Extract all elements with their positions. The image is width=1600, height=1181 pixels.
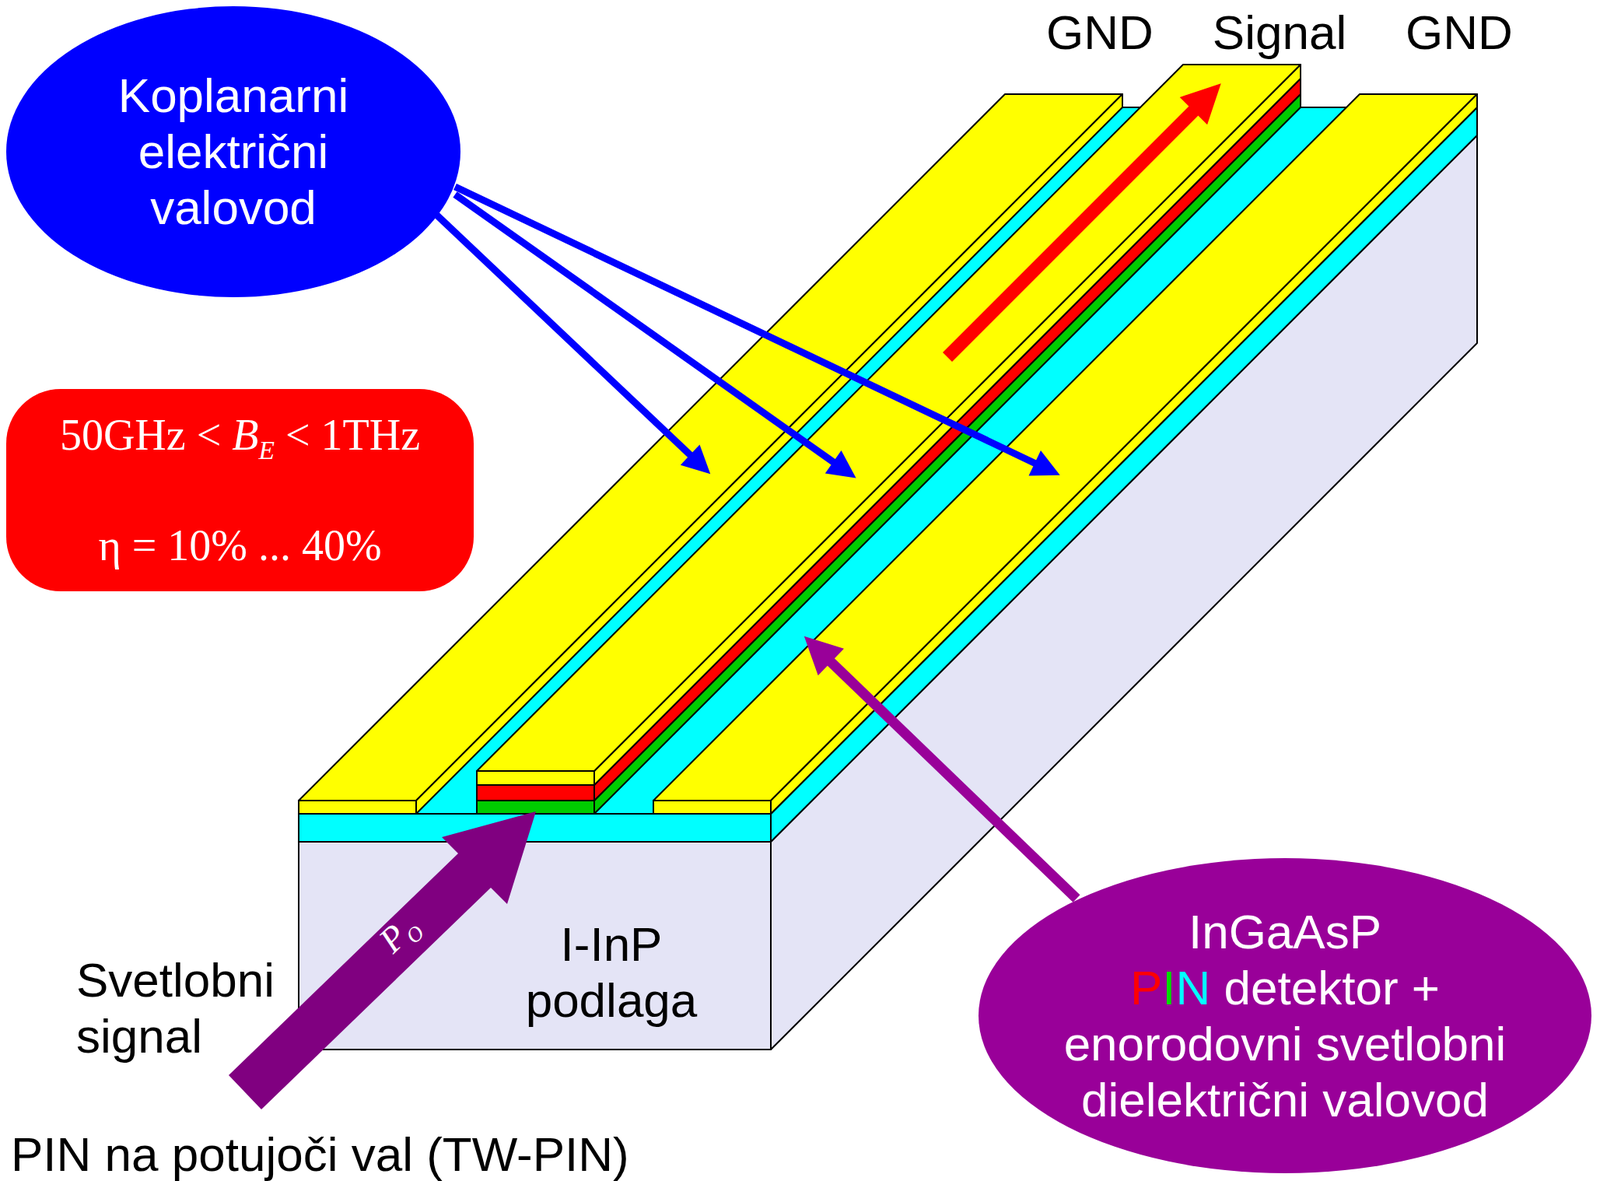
pointer-arrow [455,186,1043,467]
i-layer-side [594,78,1301,801]
light-arrow [228,811,536,1110]
gnd-strip-front [298,800,417,814]
gnd-strip-front [653,800,771,814]
node-outline [6,6,461,298]
substrate-label: I-InP podlaga [510,916,713,1029]
node-outline [978,857,1592,1173]
figure-title: PIN na potujoči val (TW-PIN) [10,1126,945,1181]
signal-label: Svetlobni signal [76,952,295,1065]
node-text: 50GHz < BE < 1THz [59,409,421,477]
pin-label: Signal [1162,4,1397,61]
gnd-strip-top [653,94,1478,801]
propagation-arrow [947,102,1202,358]
cyan-layer-front [298,813,771,842]
pointer-arrow [455,194,841,467]
spec-box: 50GHz < BE < 1THz η = 10% ... 40% [5,388,475,592]
node-text: InGaAsP PIN detektor + enorodovni svetlo… [1043,903,1527,1128]
callout-ellipse: InGaAsP PIN detektor + enorodovni svetlo… [977,857,1593,1174]
callout-ellipse: Koplanarni električni valovod [5,5,462,298]
node-text: Koplanarni električni valovod [101,67,366,236]
pin-label: GND [1358,4,1561,61]
pin-label: GND [998,4,1201,61]
node-outline [6,388,474,592]
pointer-arrow [822,654,1077,899]
signal-strip-front [476,770,595,785]
node-text: η = 10% ... 40% [98,519,382,571]
i-layer-front [476,784,595,801]
p-layer-side [594,94,1301,814]
